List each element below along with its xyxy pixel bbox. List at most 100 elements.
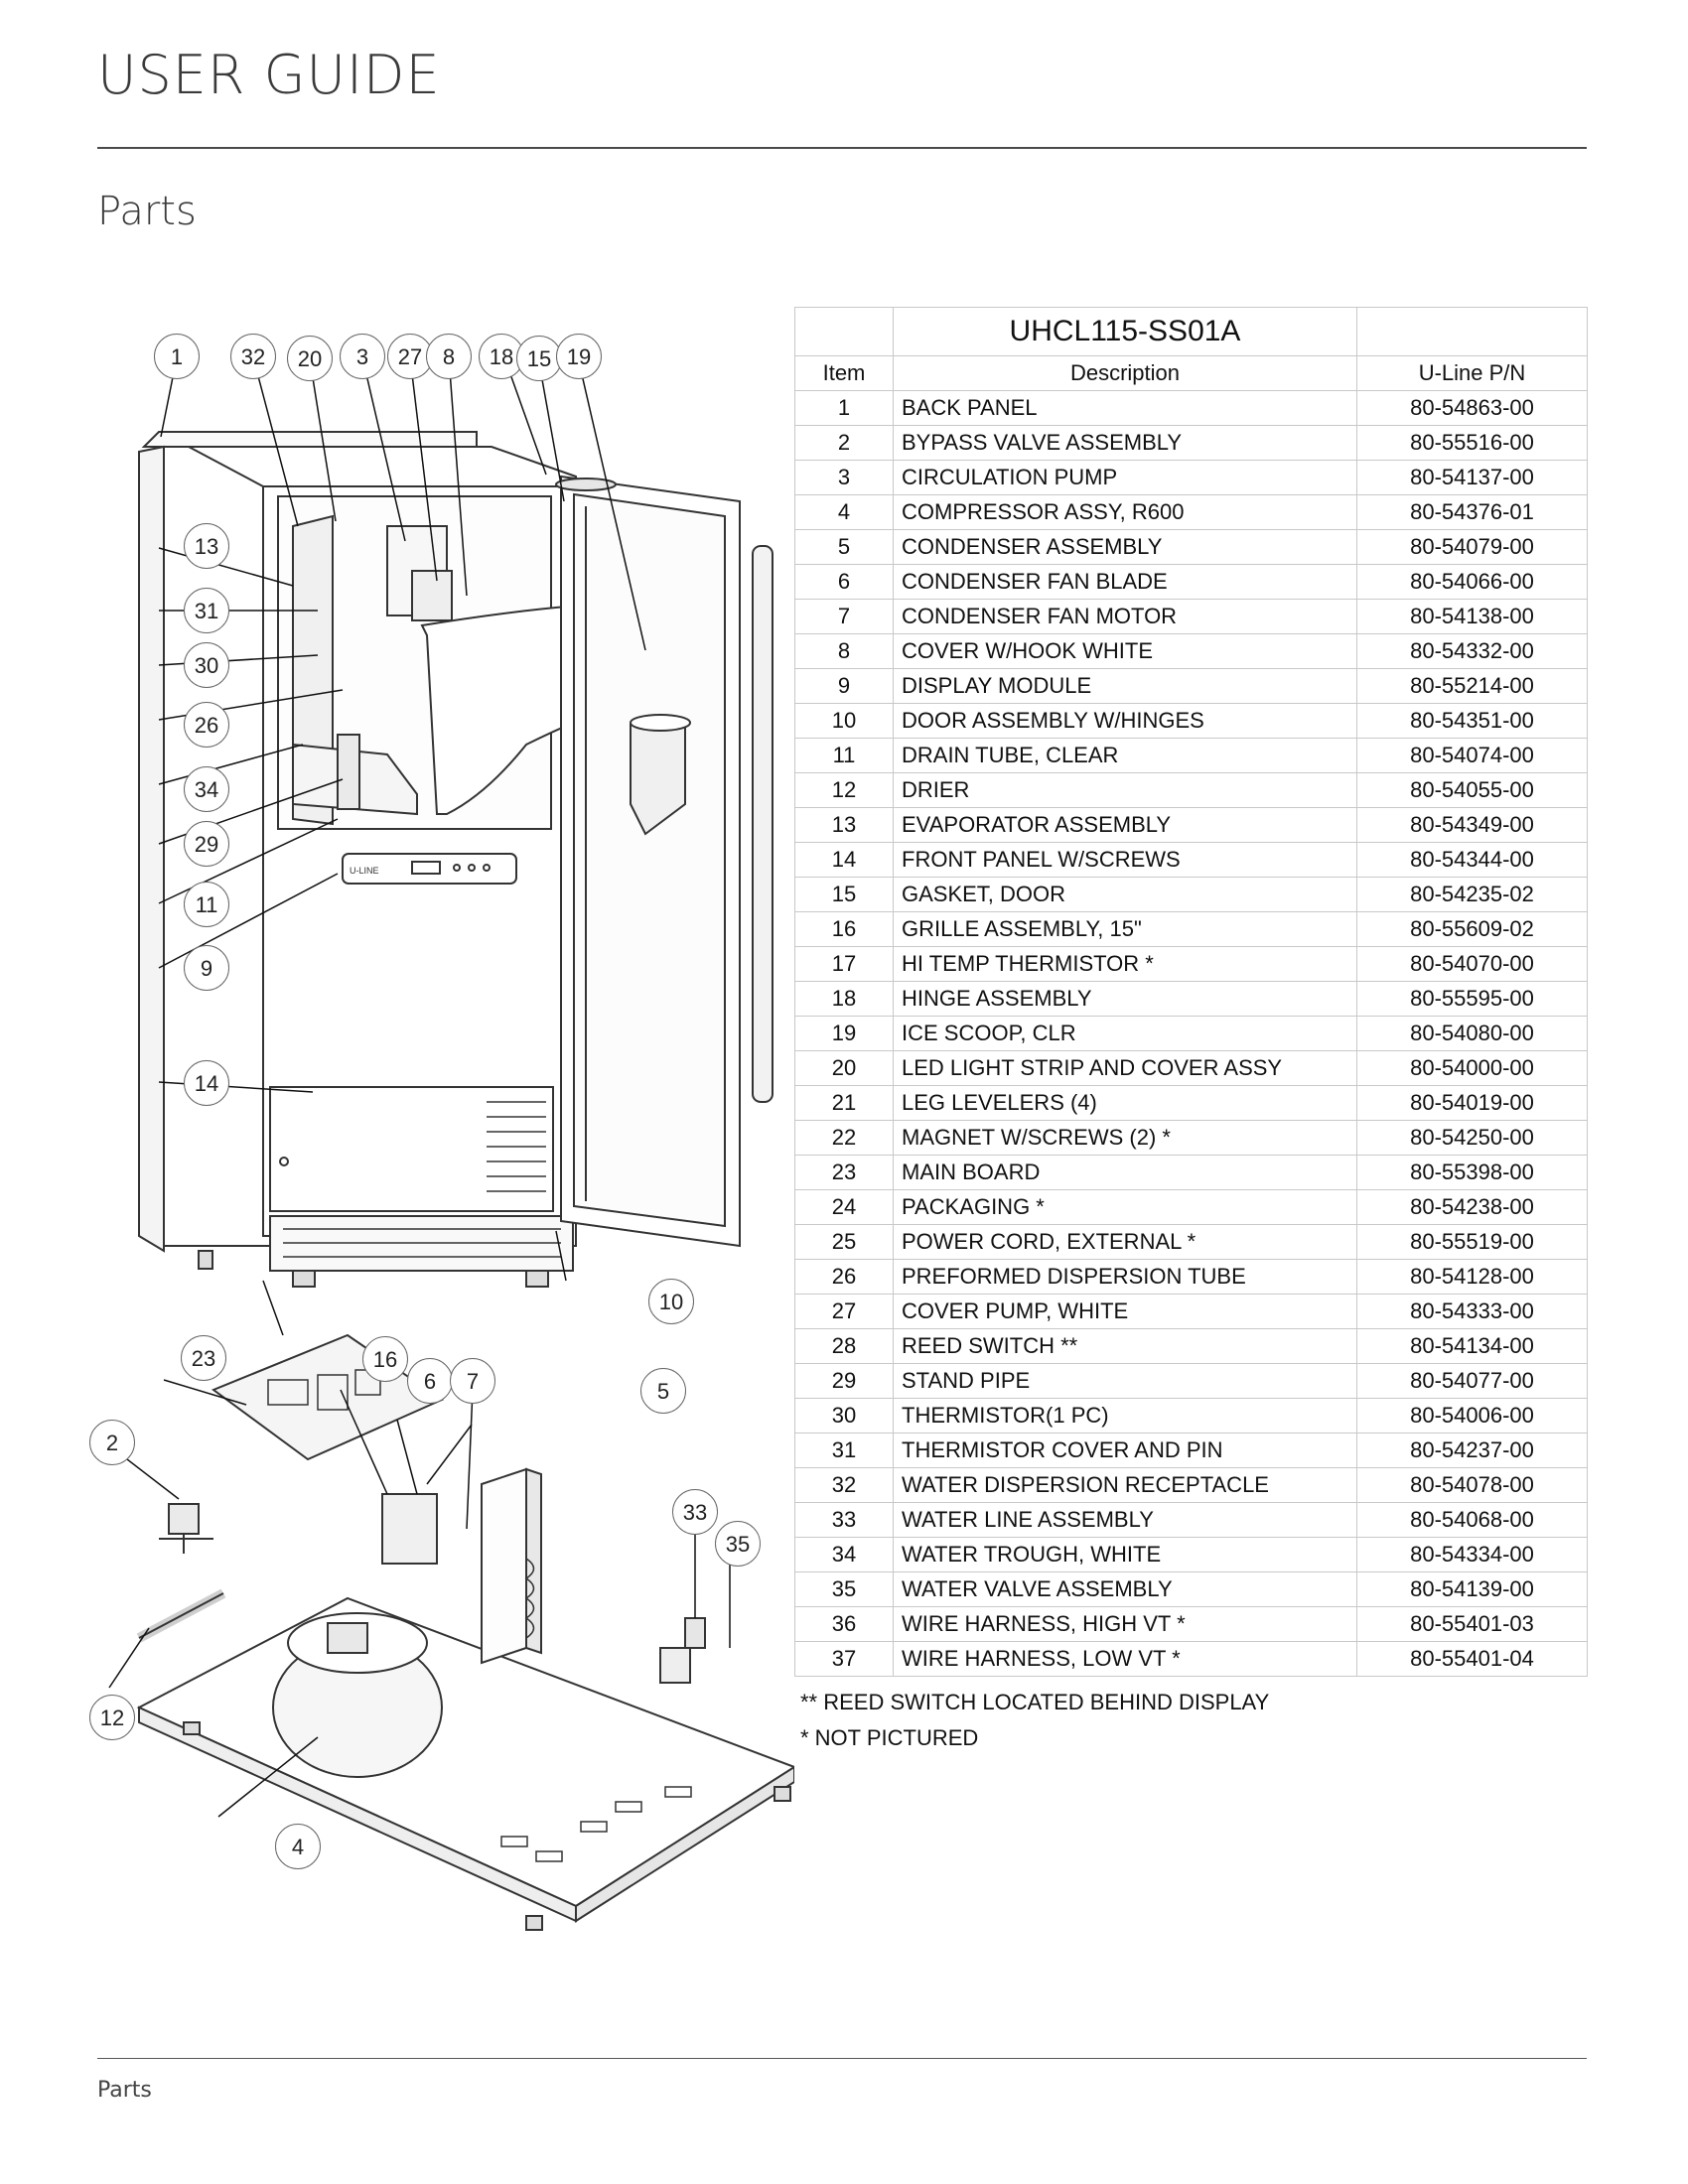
part-number: 80-54139-00 <box>1356 1571 1588 1607</box>
part-number: 80-54066-00 <box>1356 564 1588 600</box>
part-number: 80-54344-00 <box>1356 842 1588 878</box>
callout-9: 9 <box>184 945 229 991</box>
callout-3: 3 <box>340 334 385 379</box>
item-number: 32 <box>794 1467 894 1503</box>
item-number: 14 <box>794 842 894 878</box>
item-number: 12 <box>794 772 894 808</box>
callout-10: 10 <box>648 1279 694 1324</box>
item-number: 9 <box>794 668 894 704</box>
item-number: 6 <box>794 564 894 600</box>
note-reed-switch: ** REED SWITCH LOCATED BEHIND DISPLAY <box>800 1690 1270 1714</box>
part-description: COMPRESSOR ASSY, R600 <box>893 494 1357 530</box>
part-description: WATER VALVE ASSEMBLY <box>893 1571 1357 1607</box>
part-number: 80-54077-00 <box>1356 1363 1588 1399</box>
callout-16: 16 <box>362 1336 408 1382</box>
callout-11: 11 <box>184 882 229 927</box>
column-header-item: Item <box>794 355 894 391</box>
part-number: 80-54334-00 <box>1356 1537 1588 1572</box>
callout-2: 2 <box>89 1420 135 1465</box>
part-description: COVER W/HOOK WHITE <box>893 633 1357 669</box>
column-header-part-number: U-Line P/N <box>1356 355 1588 391</box>
item-number: 8 <box>794 633 894 669</box>
part-description: STAND PIPE <box>893 1363 1357 1399</box>
part-number: 80-54333-00 <box>1356 1294 1588 1329</box>
callout-30: 30 <box>184 642 229 688</box>
item-number: 27 <box>794 1294 894 1329</box>
item-number: 20 <box>794 1050 894 1086</box>
part-description: GRILLE ASSEMBLY, 15" <box>893 911 1357 947</box>
part-number: 80-54332-00 <box>1356 633 1588 669</box>
item-number: 15 <box>794 877 894 912</box>
part-description: BYPASS VALVE ASSEMBLY <box>893 425 1357 461</box>
part-number: 80-54235-02 <box>1356 877 1588 912</box>
item-number: 4 <box>794 494 894 530</box>
part-description: CIRCULATION PUMP <box>893 460 1357 495</box>
part-description: WIRE HARNESS, HIGH VT * <box>893 1606 1357 1642</box>
callout-26: 26 <box>184 702 229 748</box>
item-number: 29 <box>794 1363 894 1399</box>
section-title: Parts <box>97 189 197 234</box>
callout-15: 15 <box>516 336 562 381</box>
part-description: EVAPORATOR ASSEMBLY <box>893 807 1357 843</box>
item-number: 2 <box>794 425 894 461</box>
footer-section-label: Parts <box>97 2078 152 2103</box>
item-number: 10 <box>794 703 894 739</box>
item-number: 26 <box>794 1259 894 1295</box>
item-number: 16 <box>794 911 894 947</box>
part-number: 80-54137-00 <box>1356 460 1588 495</box>
part-description: MAIN BOARD <box>893 1155 1357 1190</box>
part-number: 80-54351-00 <box>1356 703 1588 739</box>
callout-4: 4 <box>275 1824 321 1869</box>
header-divider <box>97 147 1587 149</box>
callout-20: 20 <box>287 336 333 381</box>
part-description: THERMISTOR(1 PC) <box>893 1398 1357 1433</box>
callout-14: 14 <box>184 1060 229 1106</box>
table-model-spacer <box>1356 307 1588 356</box>
item-number: 36 <box>794 1606 894 1642</box>
callout-31: 31 <box>184 588 229 633</box>
callout-34: 34 <box>184 766 229 812</box>
item-number: 28 <box>794 1328 894 1364</box>
part-description: CONDENSER ASSEMBLY <box>893 529 1357 565</box>
part-description: GASKET, DOOR <box>893 877 1357 912</box>
part-number: 80-55516-00 <box>1356 425 1588 461</box>
callout-5: 5 <box>640 1368 686 1414</box>
item-number: 7 <box>794 599 894 634</box>
document-title: USER GUIDE <box>97 44 441 106</box>
item-number: 19 <box>794 1016 894 1051</box>
table-notes: ** REED SWITCH LOCATED BEHIND DISPLAY * … <box>800 1685 1269 1756</box>
part-number: 80-55401-03 <box>1356 1606 1588 1642</box>
part-number: 80-54080-00 <box>1356 1016 1588 1051</box>
part-description: HI TEMP THERMISTOR * <box>893 946 1357 982</box>
footer-divider <box>97 2058 1587 2059</box>
part-description: POWER CORD, EXTERNAL * <box>893 1224 1357 1260</box>
part-number: 80-54019-00 <box>1356 1085 1588 1121</box>
item-number: 30 <box>794 1398 894 1433</box>
item-number: 24 <box>794 1189 894 1225</box>
item-number: 21 <box>794 1085 894 1121</box>
callout-35: 35 <box>715 1521 761 1567</box>
